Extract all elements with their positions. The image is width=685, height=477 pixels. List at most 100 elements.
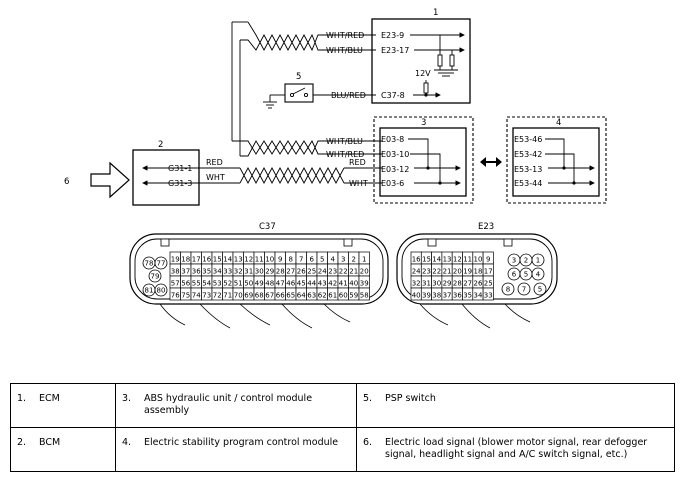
pin-number: 5 [320,256,324,264]
legend-cell: 3.ABS hydraulic unit / control module as… [115,383,357,428]
pin-number: 27 [463,280,472,288]
pin-number: 13 [234,256,243,264]
pin-number: 24 [318,268,327,276]
pin-number: 17 [484,268,493,276]
pin-number: 59 [349,292,358,300]
pin-number: 40 [349,280,358,288]
pin-cell [358,287,370,301]
pin-number: 30 [432,280,441,288]
pin-number: 33 [223,268,232,276]
pin-number: 47 [276,280,285,288]
pin-number: 18 [473,268,482,276]
pin-number: 69 [244,292,253,300]
pin-number: 55 [192,280,201,288]
esp-terminal-e53-13: E53-13 [514,165,542,174]
legend-cell: 5.PSP switch [356,383,675,428]
wire-label-red-bcm: RED [206,158,223,167]
pin-number: 33 [484,292,493,300]
legend-cell: 2. BCM [10,427,116,472]
pin-number: 72 [213,292,222,300]
pin-number: 16 [412,256,421,264]
round-pin-number: 6 [512,271,517,279]
pin-number: 37 [181,268,190,276]
pin-number: 8 [289,256,293,264]
esp-terminal-e53-42: E53-42 [514,150,542,159]
pin-number: 20 [453,268,462,276]
pin-number: 29 [443,280,452,288]
pin-cell [482,287,494,301]
round-pin [517,282,531,296]
pin-number: 31 [422,280,431,288]
pin-number: 12 [453,256,462,264]
legend-cell: 6.Electric load signal (blower motor sig… [356,427,675,472]
legend-item-text: ECM [39,393,60,404]
round-pin-number: 7 [522,286,526,294]
pin-number: 38 [432,292,441,300]
wire-label-red-abs: RED [349,158,366,167]
esp-module-box: E53-46 E53-42 E53-13 E53-44 [506,116,607,204]
pin-number: 25 [484,280,493,288]
pin-number: 6 [310,256,315,264]
pin-number: 49 [255,280,264,288]
esp-number-label: 4 [556,118,561,128]
round-pin-number: 80 [157,287,166,295]
pin-number: 11 [463,256,472,264]
pin-number: 11 [255,256,264,264]
ecm-number-label: 1 [433,8,438,18]
round-pin-number: 5 [524,271,528,279]
pin-number: 32 [234,268,243,276]
pin-number: 35 [463,292,472,300]
wire-label-wht-blu-abs: WHT/BLU [326,137,363,146]
pin-number: 64 [297,292,306,300]
legend-item-number: 2. [17,437,27,448]
legend-item-number: 1. [17,393,27,404]
pin-number: 19 [463,268,472,276]
pin-number: 22 [432,268,441,276]
round-pin [154,256,168,270]
pin-number: 15 [213,256,222,264]
round-pin-number: 4 [536,271,541,279]
esp-terminal-e53-44: E53-44 [514,179,542,188]
legend-item-number: 6. [363,437,373,448]
pin-number: 39 [360,280,369,288]
abs-module-box: E03-8 E03-10 E03-12 E03-6 [373,116,474,204]
round-pin-number: 3 [512,257,516,265]
pin-number: 1 [362,256,366,264]
pin-number: 34 [213,268,222,276]
pin-number: 56 [181,280,190,288]
pin-number: 10 [473,256,482,264]
pin-number: 71 [223,292,232,300]
pin-number: 76 [171,292,180,300]
pin-number: 26 [473,280,482,288]
pin-number: 36 [453,292,462,300]
wire-label-wht-red-top: WHT/RED [326,31,364,40]
wire-label-wht-blu-top: WHT/BLU [326,46,363,55]
pin-number: 2 [352,256,356,264]
ecm-terminal-c37-8: C37-8 [381,91,405,100]
pin-number: 25 [307,268,316,276]
load-signal-number-label: 6 [64,177,69,187]
legend-row: 1. ECM 3.ABS hydraulic unit / control modu… [10,383,675,428]
bcm-terminal-g31-3: G31-3 [168,179,192,188]
wire-label-wht-abs: WHT [349,179,368,188]
round-pin-number: 1 [536,257,540,265]
abs-number-label: 3 [421,118,426,128]
connector-e23-title: E23 [478,222,494,232]
legend-item-number: 5. [363,393,373,404]
round-pin [154,283,168,297]
legend-item-text: BCM [39,437,61,448]
pin-number: 17 [192,256,201,264]
pin-number: 52 [223,280,232,288]
load-signal-arrow-icon [90,161,130,199]
abs-terminal-e03-10: E03-10 [381,150,409,159]
pin-number: 51 [234,280,243,288]
pin-number: 54 [202,280,211,288]
pin-number: 63 [307,292,316,300]
pin-number: 23 [328,268,337,276]
pin-number: 40 [412,292,421,300]
pin-number: 28 [453,280,462,288]
pin-number: 24 [412,268,421,276]
